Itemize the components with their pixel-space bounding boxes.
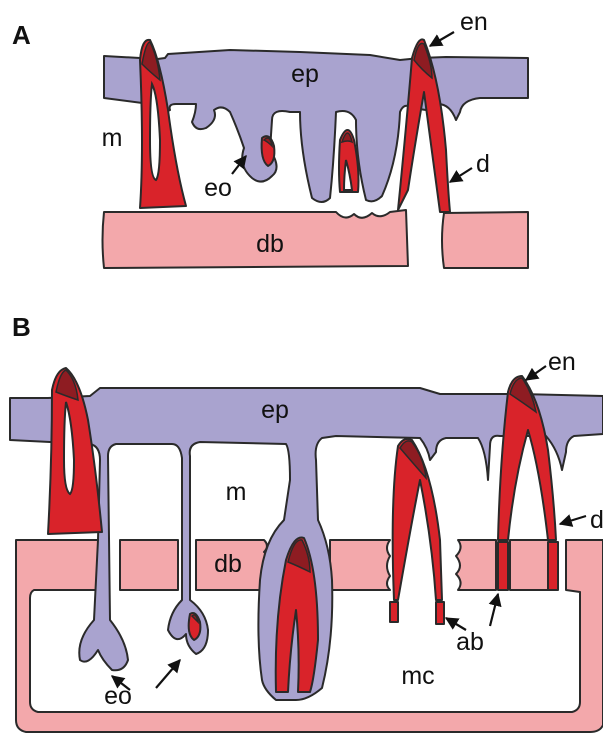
- panel-b-letter: B: [12, 312, 31, 342]
- arrow-a-d: [450, 168, 472, 182]
- dermal-bone-a-right: [442, 212, 528, 268]
- label-b-en: en: [548, 348, 576, 376]
- tooth-b-5-base-r: [548, 542, 558, 590]
- arrow-b-eo-2: [156, 660, 180, 688]
- label-a-d: d: [476, 150, 490, 178]
- label-b-eo: eo: [104, 682, 132, 710]
- label-b-m: m: [226, 478, 247, 506]
- label-b-d: d: [590, 506, 603, 534]
- arrow-b-en: [526, 366, 546, 380]
- arrow-b-d: [560, 516, 586, 524]
- label-a-db: db: [256, 230, 284, 258]
- tooth-b-4-base-r: [436, 602, 444, 624]
- dermal-bone-b-seg1: [120, 540, 178, 590]
- label-a-en: en: [460, 8, 488, 36]
- label-b-db: db: [214, 550, 242, 578]
- label-a-eo: eo: [204, 174, 232, 202]
- dermal-bone-b-seg5: [510, 540, 550, 590]
- label-b-mc: mc: [401, 662, 434, 690]
- panel-a-letter: A: [12, 20, 31, 50]
- dermal-bone-b-seg3: [330, 540, 390, 590]
- arrow-a-en: [430, 32, 454, 46]
- panel-a: A ep m eo en d db: [12, 8, 528, 268]
- arrow-b-ab-2: [490, 594, 498, 626]
- label-b-ab: ab: [456, 628, 484, 656]
- dermal-bone-b-seg4: [456, 540, 496, 590]
- label-b-ep: ep: [261, 396, 289, 424]
- tooth-b-4-base-l: [390, 602, 398, 622]
- label-a-m: m: [102, 124, 123, 152]
- label-a-ep: ep: [291, 60, 319, 88]
- tooth-b-5-base-l: [498, 542, 508, 590]
- panel-b: B ep m db eo mc ab: [10, 312, 603, 732]
